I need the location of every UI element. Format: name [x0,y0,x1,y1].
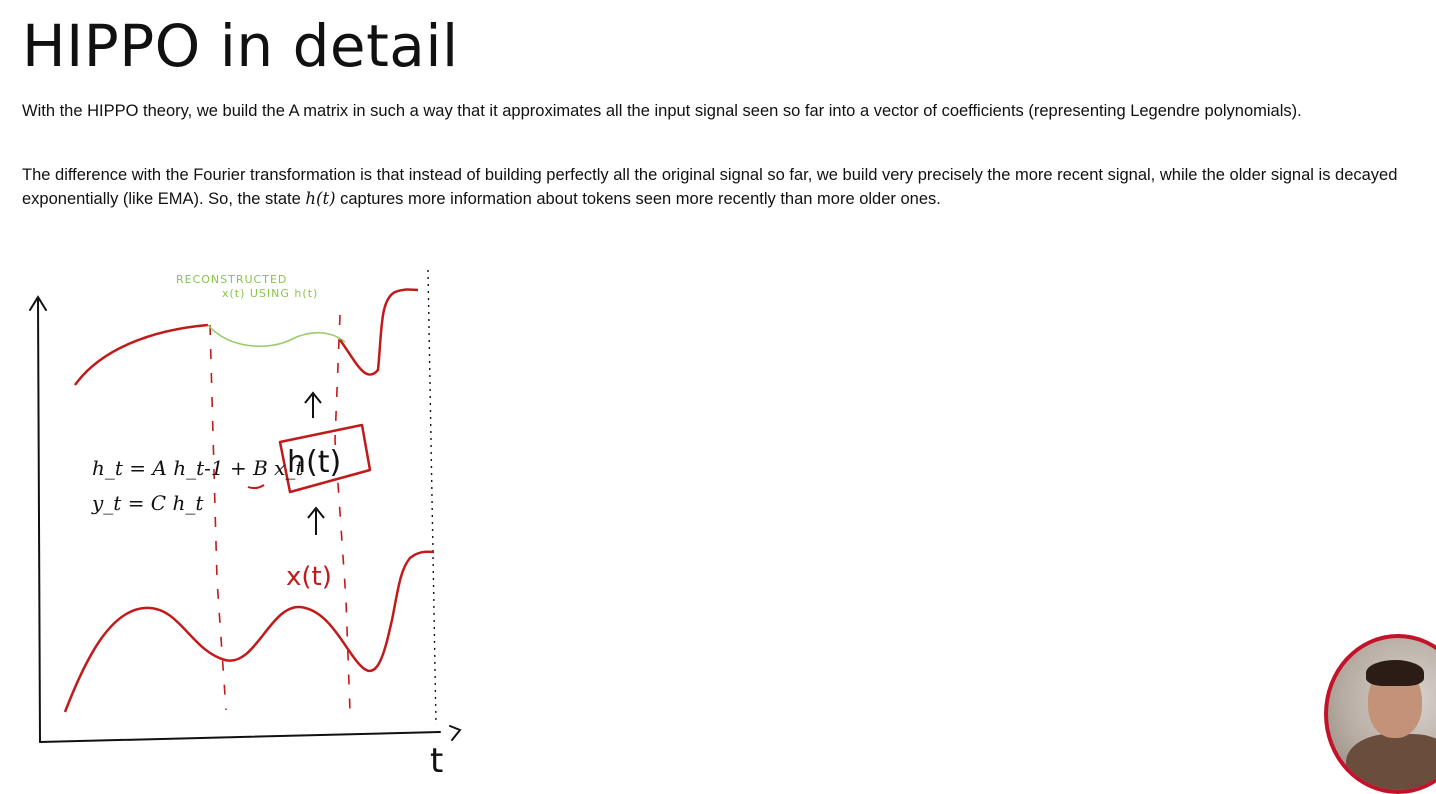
input-signal [63,550,435,713]
arrow-up-upper [304,391,322,418]
presenter-hair [1366,660,1424,686]
state-box [278,423,372,494]
divider-current-time [427,269,437,726]
reconstruction-note-line2: x(t) USING h(t) [222,287,318,300]
arrow-up-lower [307,506,325,535]
paragraph2-text-before: The difference with the Fourier transfor… [22,166,1398,208]
input-label: x(t) [286,562,332,592]
divider-right [334,314,351,713]
divider-left [209,324,227,711]
paragraph2-text-after: captures more information about tokens s… [335,190,941,208]
reconstruction-note-line1: RECONSTRUCTED [176,273,287,286]
output-equation: y_t = C h_t [91,491,204,515]
presenter-body [1346,734,1436,790]
hippo-sketch-diagram: t RECONSTRUCTED x(t) USING h(t) h(t) x(t… [29,269,462,781]
y-axis [29,295,47,743]
reconstructed-signal-past [73,323,209,386]
equation-underline [247,484,265,490]
paragraph-hippo-intro: With the HIPPO theory, we build the A ma… [22,102,1302,120]
paragraph-fourier-comparison: The difference with the Fourier transfor… [22,164,1422,211]
time-axis-label: t [430,741,443,781]
state-math-inline: h(t) [305,189,336,208]
state-label: h(t) [287,445,341,480]
reconstructed-signal-approx [207,324,346,348]
reconstructed-signal-recent [338,288,419,376]
slide-title: HIPPO in detail [22,12,459,80]
x-axis [39,725,462,743]
state-equation: h_t = A h_t-1 + B x_t [92,456,304,480]
presenter-webcam [1324,634,1436,794]
